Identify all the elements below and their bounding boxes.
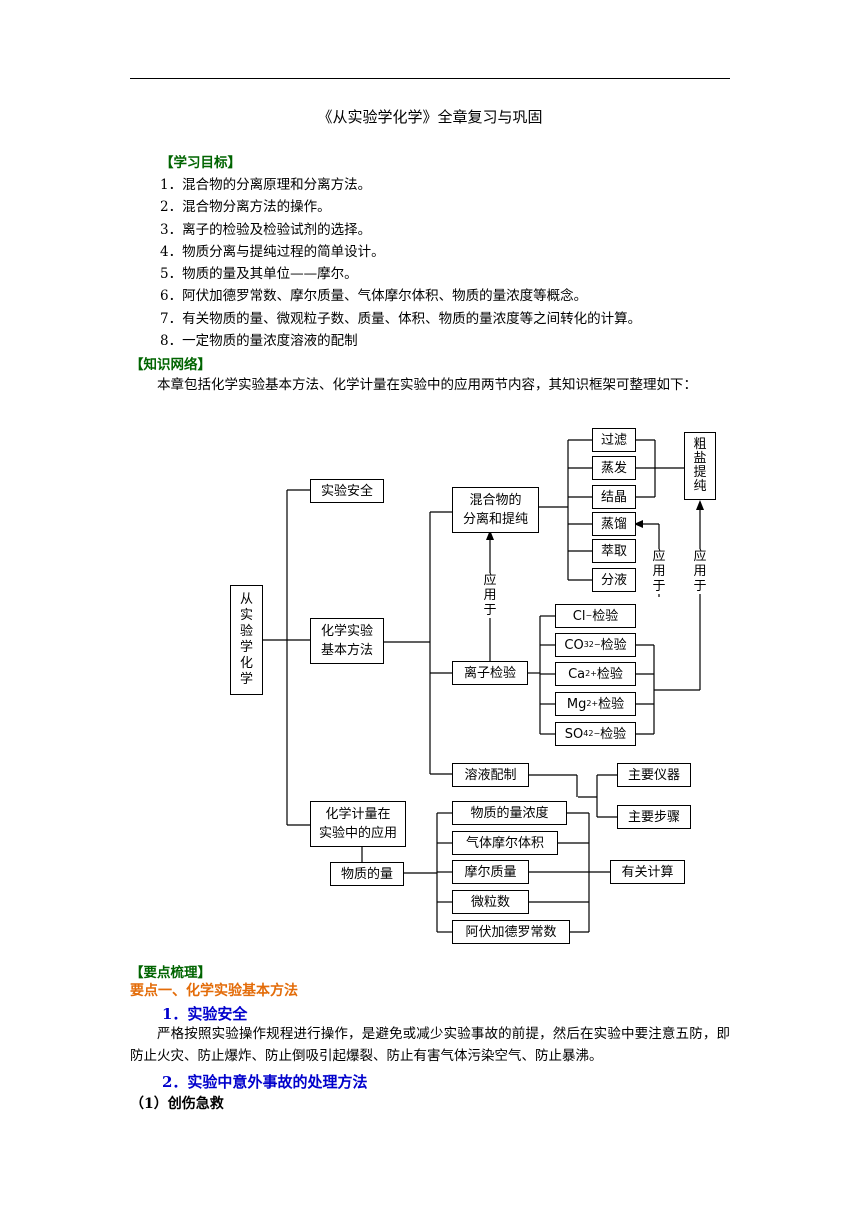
method-box: 蒸馏 [592,512,636,536]
node-salt: 粗盐提纯 [684,432,716,500]
network-heading: 【知识网络】 [130,357,211,373]
ion-ca-tail: 检验 [596,666,623,682]
node-calc-line2: 实验中的应用 [318,826,397,841]
node-basic-methods-line2: 基本方法 [320,643,373,658]
ion-box-cl: Cl−检验 [555,604,636,628]
node-mixture-line2: 分离和提纯 [462,512,528,527]
ion-cl-tail: 检验 [592,608,619,624]
apply-label: 应用于 [482,573,498,618]
diagram-connectors [262,439,704,933]
node-mixture-line1: 混合物的 [469,493,522,508]
method-box: 过滤 [592,428,636,452]
node-calc-related: 有关计算 [610,860,685,884]
list-item: 7．有关物质的量、微观粒子数、质量、体积、物质的量浓度等之间转化的计算。 [160,310,642,327]
method-box: 蒸发 [592,456,636,480]
node-basic-methods-line1: 化学实验 [320,624,373,639]
list-item: 1．混合物的分离原理和分离方法。 [160,177,372,193]
goals-heading: 【学习目标】 [160,155,241,171]
sub2-heading: 2．实验中意外事故的处理方法 [162,1073,368,1091]
goals-list: 1．混合物的分离原理和分离方法。 2．混合物分离方法的操作。 3．离子的检验及检… [160,174,641,352]
list-item: 8．一定物质的量浓度溶液的配制 [160,333,358,350]
node-safety: 实验安全 [310,479,384,503]
concept-box: 微粒数 [452,890,529,914]
concept-box: 摩尔质量 [452,860,529,884]
ion-mg-tail: 检验 [598,696,625,712]
node-solution-prep: 溶液配制 [452,763,529,787]
list-item: 3．离子的检验及检验试剂的选择。 [160,221,372,238]
concept-box: 阿伏加德罗常数 [452,920,570,944]
keypoints-heading: 【要点梳理】 [130,965,211,981]
method-box: 结晶 [592,485,636,509]
node-root-label: 从实验学化学 [239,592,253,687]
sub2-1-heading: （1）创伤急救 [130,1096,224,1112]
concept-box: 物质的量浓度 [452,801,567,825]
node-calc-line1: 化学计量在 [325,807,391,822]
node-instruments: 主要仪器 [617,763,691,787]
node-ion-test: 离子检验 [452,661,528,685]
list-item: 2．混合物分离方法的操作。 [160,199,331,216]
list-item: 6．阿伏加德罗常数、摩尔质量、气体摩尔体积、物质的量浓度等概念。 [160,288,588,305]
ion-co3-tail: 检验 [600,637,627,653]
apply-label: 应用于 [651,549,667,594]
method-box: 分液 [592,568,636,592]
ion-mg-base: Mg [566,696,587,712]
page-title: 《从实验学化学》全章复习与巩固 [317,108,543,126]
ion-cl-base: Cl [572,608,586,624]
point1-heading: 要点一、化学实验基本方法 [130,983,298,999]
network-intro: 本章包括化学实验基本方法、化学计量在实验中的应用两节内容，其知识框架可整理如下： [157,377,697,393]
ion-so4-tail: 检验 [600,726,627,742]
node-root: 从实验学化学 [230,585,263,695]
node-salt-label: 粗盐提纯 [693,437,707,494]
list-item: 4．物质分离与提纯过程的简单设计。 [160,243,385,260]
sub1-heading: 1．实验安全 [162,1005,248,1023]
concept-box: 气体摩尔体积 [452,831,558,855]
node-steps: 主要步骤 [617,805,691,829]
node-calc: 化学计量在 实验中的应用 [310,801,406,847]
header-rule [130,78,730,79]
list-item: 5．物质的量及其单位——摩尔。 [160,266,358,283]
apply-label: 应用于 [692,549,708,594]
ion-so4-base: SO [564,726,584,742]
ion-co3-base: CO [564,637,584,653]
node-mixture: 混合物的 分离和提纯 [452,487,539,533]
node-amount: 物质的量 [330,862,404,886]
method-box: 萃取 [592,539,636,563]
node-basic-methods: 化学实验 基本方法 [310,618,384,664]
ion-ca-base: Ca [568,666,586,682]
sub1-text: 严格按照实验操作规程进行操作，是避免或减少实验事故的前提，然后在实验中要注意五防… [130,1026,730,1064]
